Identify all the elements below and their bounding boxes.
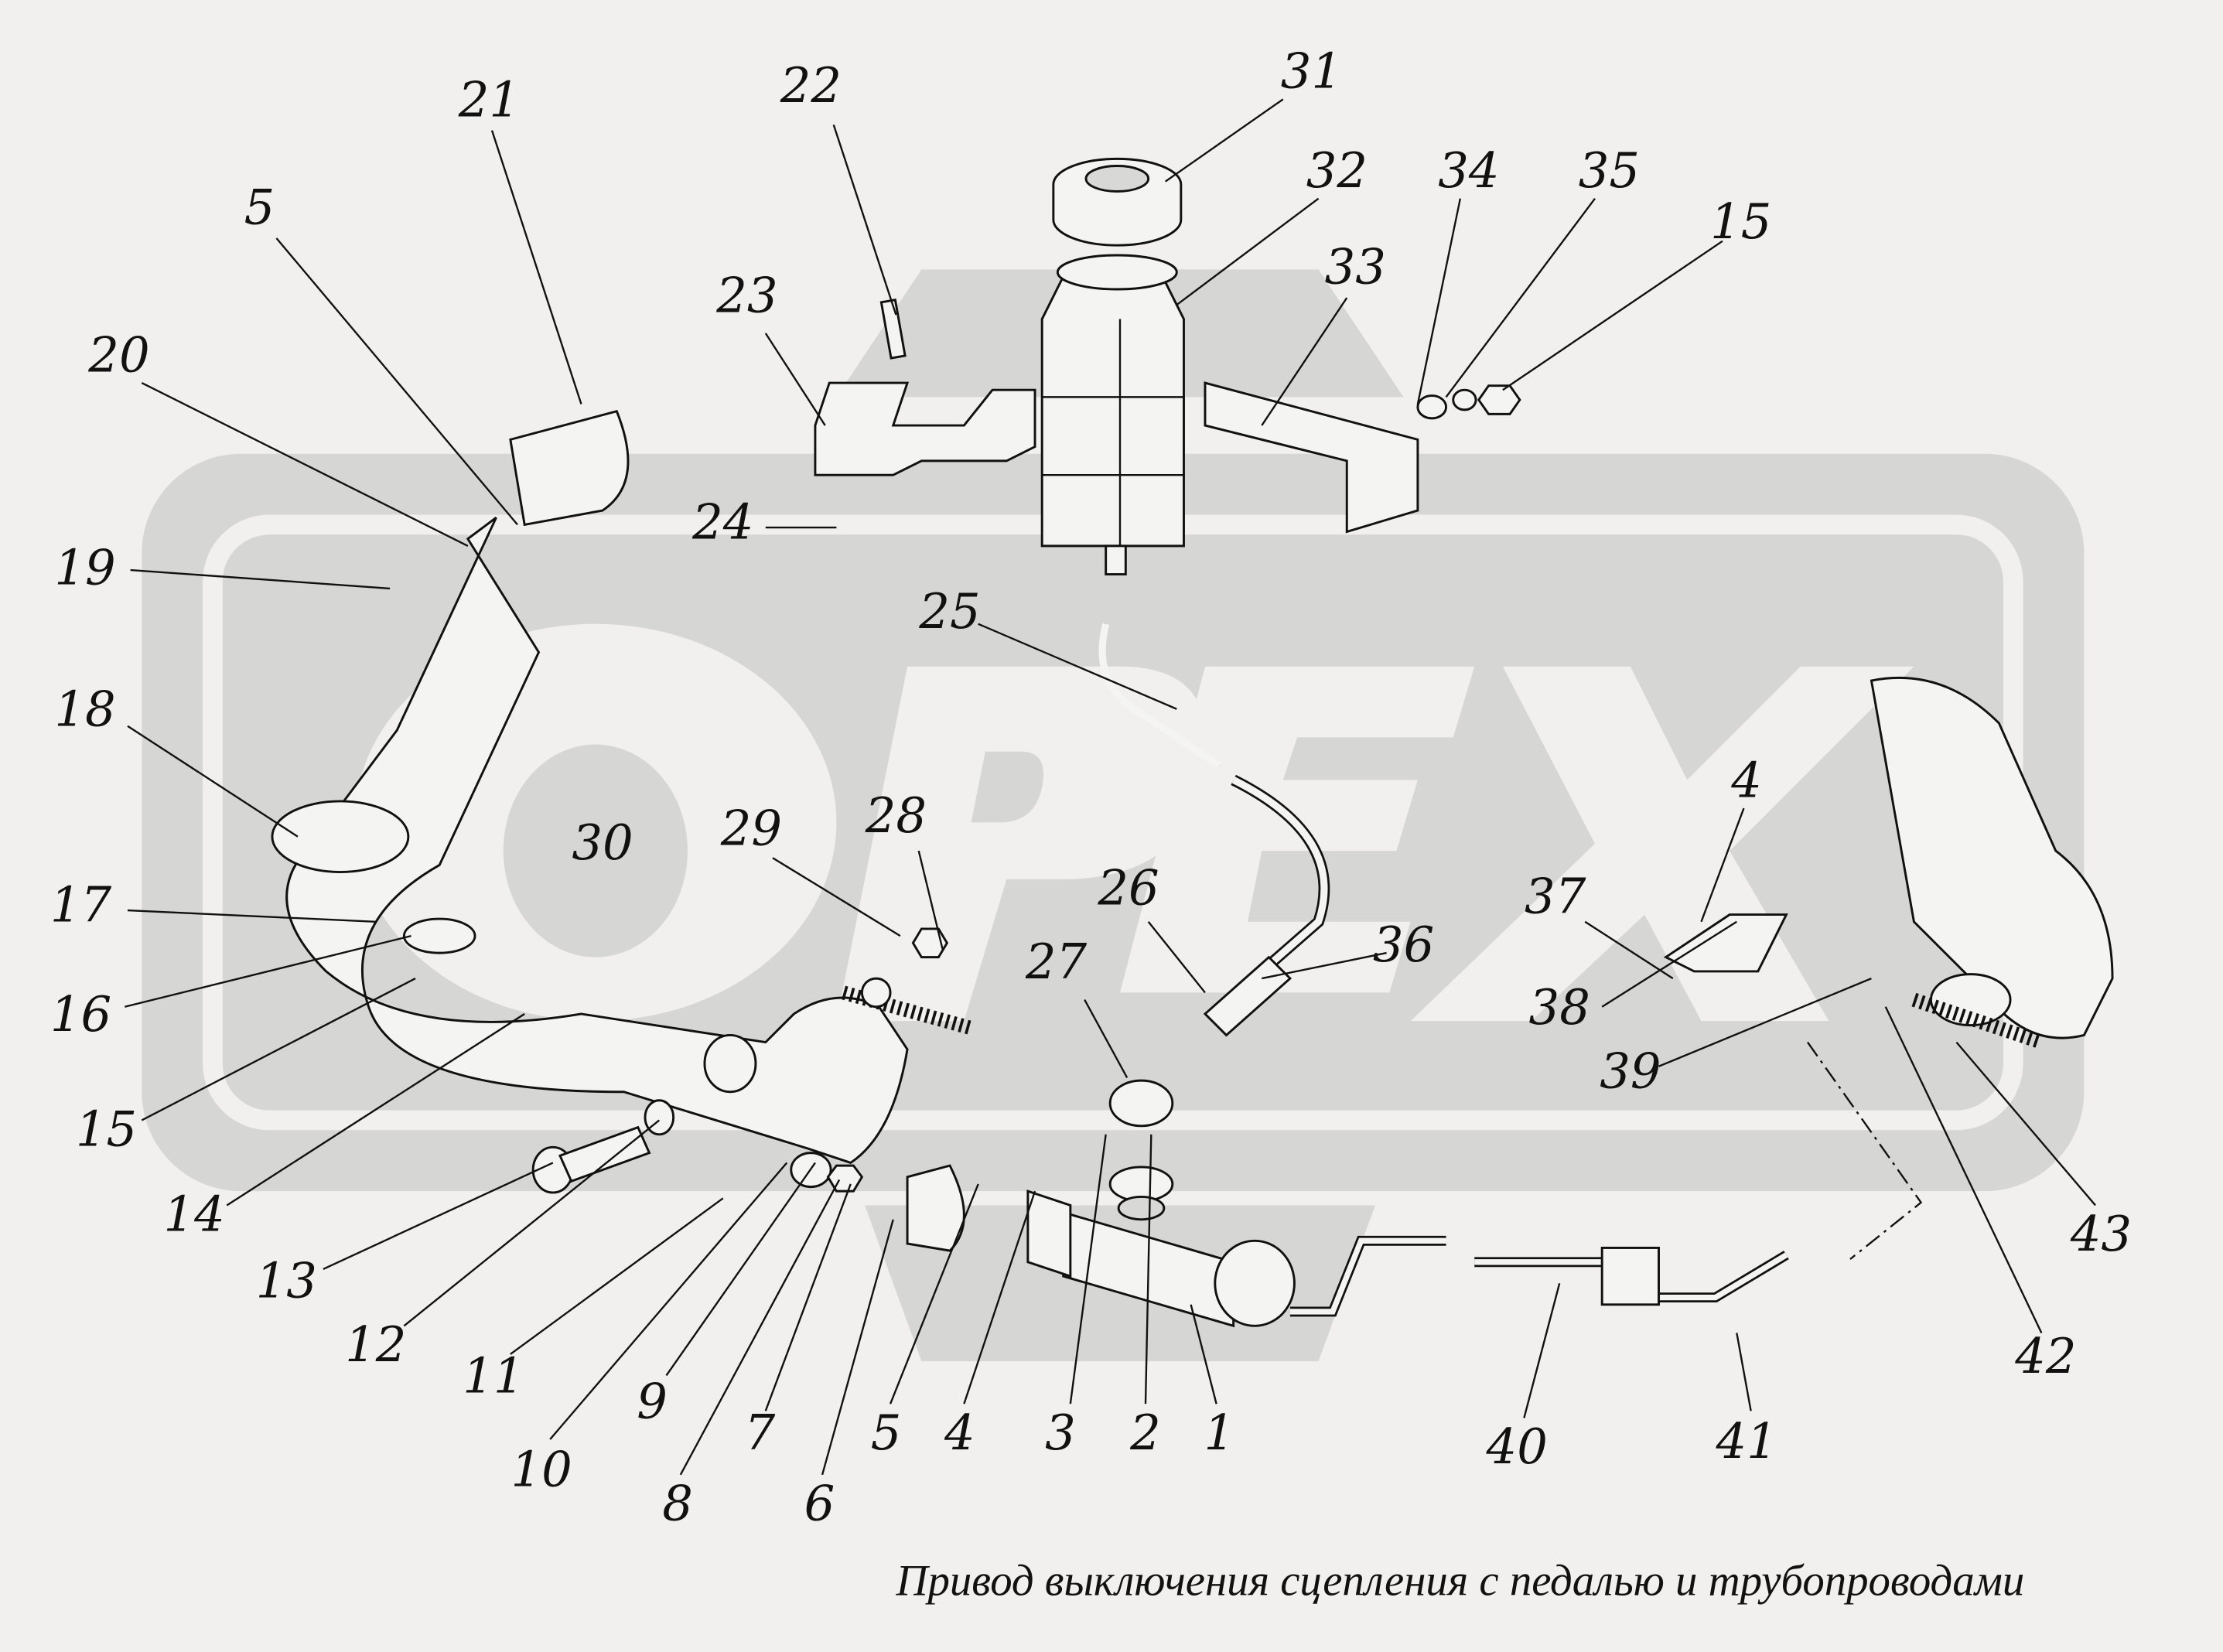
part-callout-26: 26 [1097,860,1159,916]
part-callout-12: 12 [345,1316,406,1373]
leader-line [141,978,416,1121]
leader-line [127,725,299,838]
part-callout-6: 6 [804,1475,835,1531]
leader-line [1523,1282,1561,1418]
leader-line [226,1012,525,1207]
part-callout-31: 31 [1281,43,1342,100]
leader-line [1164,98,1284,183]
part-callout-3: 3 [1045,1405,1076,1461]
part-callout-21: 21 [458,71,520,128]
leader-line [510,1197,724,1355]
part-callout-41: 41 [1716,1413,1777,1469]
leader-line [1736,1333,1752,1411]
leader-line [1658,977,1872,1067]
leader-line [1700,807,1745,923]
part-callout-32: 32 [1306,142,1368,199]
leader-line [141,381,469,547]
leader-line [549,1162,788,1440]
part-callout-17: 17 [50,877,112,934]
part-callout-2: 2 [1129,1405,1161,1461]
part-callout-39: 39 [1600,1043,1661,1099]
leader-line [323,1162,554,1271]
bracket [814,381,1036,476]
leader-line [889,1183,979,1405]
part-callout-10: 10 [511,1441,572,1497]
part-callout-8: 8 [662,1475,693,1531]
part-callout-23: 23 [715,267,777,323]
leader-line [832,124,897,316]
part-callout-43: 43 [2070,1206,2132,1262]
part-callout-5: 5 [244,179,275,236]
part-callout-14: 14 [163,1186,224,1242]
leader-line [1584,920,1674,980]
leader-line [679,1179,841,1476]
parts [271,157,2114,1328]
leader-line [1262,951,1387,980]
leader-line [125,934,411,1008]
leader-line [917,850,944,951]
diagram-caption: Привод выключения сцепления с педалью и … [895,1557,2024,1606]
pedal-lever [285,517,909,1165]
leader-line [1445,197,1596,398]
part-callout-27: 27 [1025,934,1088,990]
part-callout-34: 34 [1438,142,1499,199]
leader-line [1601,920,1737,1008]
dashed-connector [1806,1041,1923,1261]
leader-line [963,1190,1036,1405]
part-callout-15: 15 [76,1101,137,1157]
part-callout-9: 9 [637,1373,668,1429]
leader-line [130,568,391,590]
leader-line [1069,1134,1107,1405]
leader-line [1144,1134,1152,1405]
part-callout-42: 42 [2014,1328,2076,1384]
part-callout-16: 16 [50,986,111,1043]
reservoir-strap [1204,381,1419,534]
leader-line [1190,1304,1217,1405]
leader-line [1084,999,1129,1079]
part-callout-29: 29 [720,800,782,857]
leader-line [403,1119,661,1327]
leader-line [665,1162,816,1377]
part-callout-28: 28 [865,787,927,844]
leader-line [1261,297,1348,426]
leader-line [821,1219,894,1476]
part-callout-15: 15 [1710,193,1771,250]
part-callout-33: 33 [1325,239,1386,295]
part-callout-13: 13 [256,1253,317,1309]
leader-line [764,333,826,426]
part-callout-22: 22 [780,57,842,114]
leader-line [772,857,901,937]
reservoir [1040,275,1185,548]
part-callout-35: 35 [1579,142,1640,199]
leader-line [1955,1041,2096,1207]
leader-line [1176,197,1320,306]
leader-line [127,909,376,923]
part-callout-19: 19 [54,539,115,596]
part-callout-40: 40 [1486,1418,1548,1475]
leader-line [1147,921,1206,994]
part-callout-37: 37 [1525,869,1586,925]
part-callout-18: 18 [54,681,115,738]
part-callout-7: 7 [745,1405,776,1461]
part-callout-38: 38 [1529,979,1590,1036]
leader-line [1502,240,1723,391]
part-callout-4: 4 [1730,752,1762,808]
part-callout-24: 24 [691,494,753,551]
part-callout-5: 5 [871,1405,902,1461]
part-callout-25: 25 [918,583,980,640]
part-callout-20: 20 [87,326,149,383]
leader-line [1416,198,1462,404]
leader-line [490,130,582,404]
part-callout-11: 11 [463,1347,524,1404]
leader-line [1884,1006,2043,1333]
leader-line [275,237,518,526]
leader-line [978,623,1177,710]
part-callout-1: 1 [1204,1405,1234,1461]
part-callout-36: 36 [1373,916,1434,973]
watermark-logo [142,269,2085,1362]
part-callout-30: 30 [572,814,633,871]
leader-line [764,1183,852,1411]
part-callout-4: 4 [944,1405,975,1461]
